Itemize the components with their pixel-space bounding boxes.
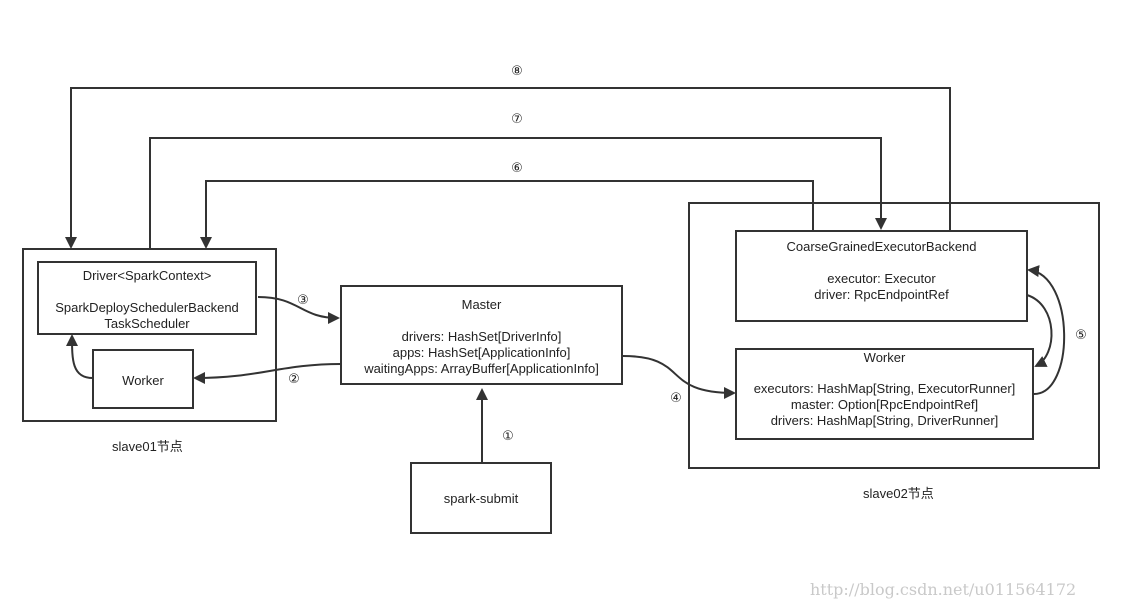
step-marker-5: ⑤ (1075, 327, 1087, 342)
arrow-step-6 (200, 180, 814, 249)
worker-slave02-field: master: Option[RpcEndpointRef] (790, 397, 979, 412)
arrow-step-5-up (1027, 265, 1066, 395)
worker-slave02-title: Worker (863, 350, 906, 365)
master-field: apps: HashSet[ApplicationInfo] (392, 345, 571, 360)
step-marker-8: ⑧ (511, 63, 523, 78)
master-field: waitingApps: ArrayBuffer[ApplicationInfo… (364, 361, 599, 376)
worker-slave01-label: Worker (122, 373, 164, 388)
executor-backend-node: CoarseGrainedExecutorBackend executor: E… (735, 230, 1028, 322)
master-title: Master (461, 297, 502, 312)
slave02-container (688, 202, 1100, 469)
step-marker-7: ⑦ (511, 111, 523, 126)
step-marker-1: ① (502, 428, 514, 443)
arrow-worker-to-driver (66, 334, 94, 379)
driver-node: Driver<SparkContext> SparkDeploySchedule… (37, 261, 257, 335)
executor-backend-title: CoarseGrainedExecutorBackend (786, 239, 977, 254)
arrow-step-2 (193, 363, 342, 384)
step-marker-3: ③ (297, 292, 309, 307)
executor-backend-field: executor: Executor (827, 271, 936, 286)
slave02-caption: slave02节点 (863, 486, 934, 501)
master-field: drivers: HashSet[DriverInfo] (401, 329, 562, 344)
master-node: Master drivers: HashSet[DriverInfo] apps… (340, 285, 623, 385)
worker-slave01-node: Worker (92, 349, 194, 409)
driver-backend-label: SparkDeploySchedulerBackend (55, 300, 239, 315)
step-marker-4: ④ (670, 390, 682, 405)
spark-submit-node: spark-submit (410, 462, 552, 534)
step-marker-2: ② (288, 371, 300, 386)
slave01-caption: slave01节点 (112, 439, 183, 454)
worker-slave02-field: executors: HashMap[String, ExecutorRunne… (753, 381, 1016, 396)
arrow-step-5-down (1026, 294, 1053, 367)
driver-title: Driver<SparkContext> (82, 268, 212, 283)
arrow-step-8 (65, 87, 951, 249)
driver-scheduler-label: TaskScheduler (104, 316, 190, 331)
executor-backend-field: driver: RpcEndpointRef (814, 287, 949, 302)
step-marker-6: ⑥ (511, 160, 523, 175)
arrow-step-3 (257, 296, 340, 324)
worker-slave02-field: drivers: HashMap[String, DriverRunner] (770, 413, 999, 428)
slave01-container (22, 248, 277, 422)
spark-submit-label: spark-submit (443, 491, 519, 506)
arrow-step-4 (622, 355, 736, 399)
worker-slave02-node: Worker executors: HashMap[String, Execut… (735, 348, 1034, 440)
arrow-step-7 (149, 137, 887, 248)
watermark-text: http://blog.csdn.net/u011564172 (810, 580, 1077, 599)
